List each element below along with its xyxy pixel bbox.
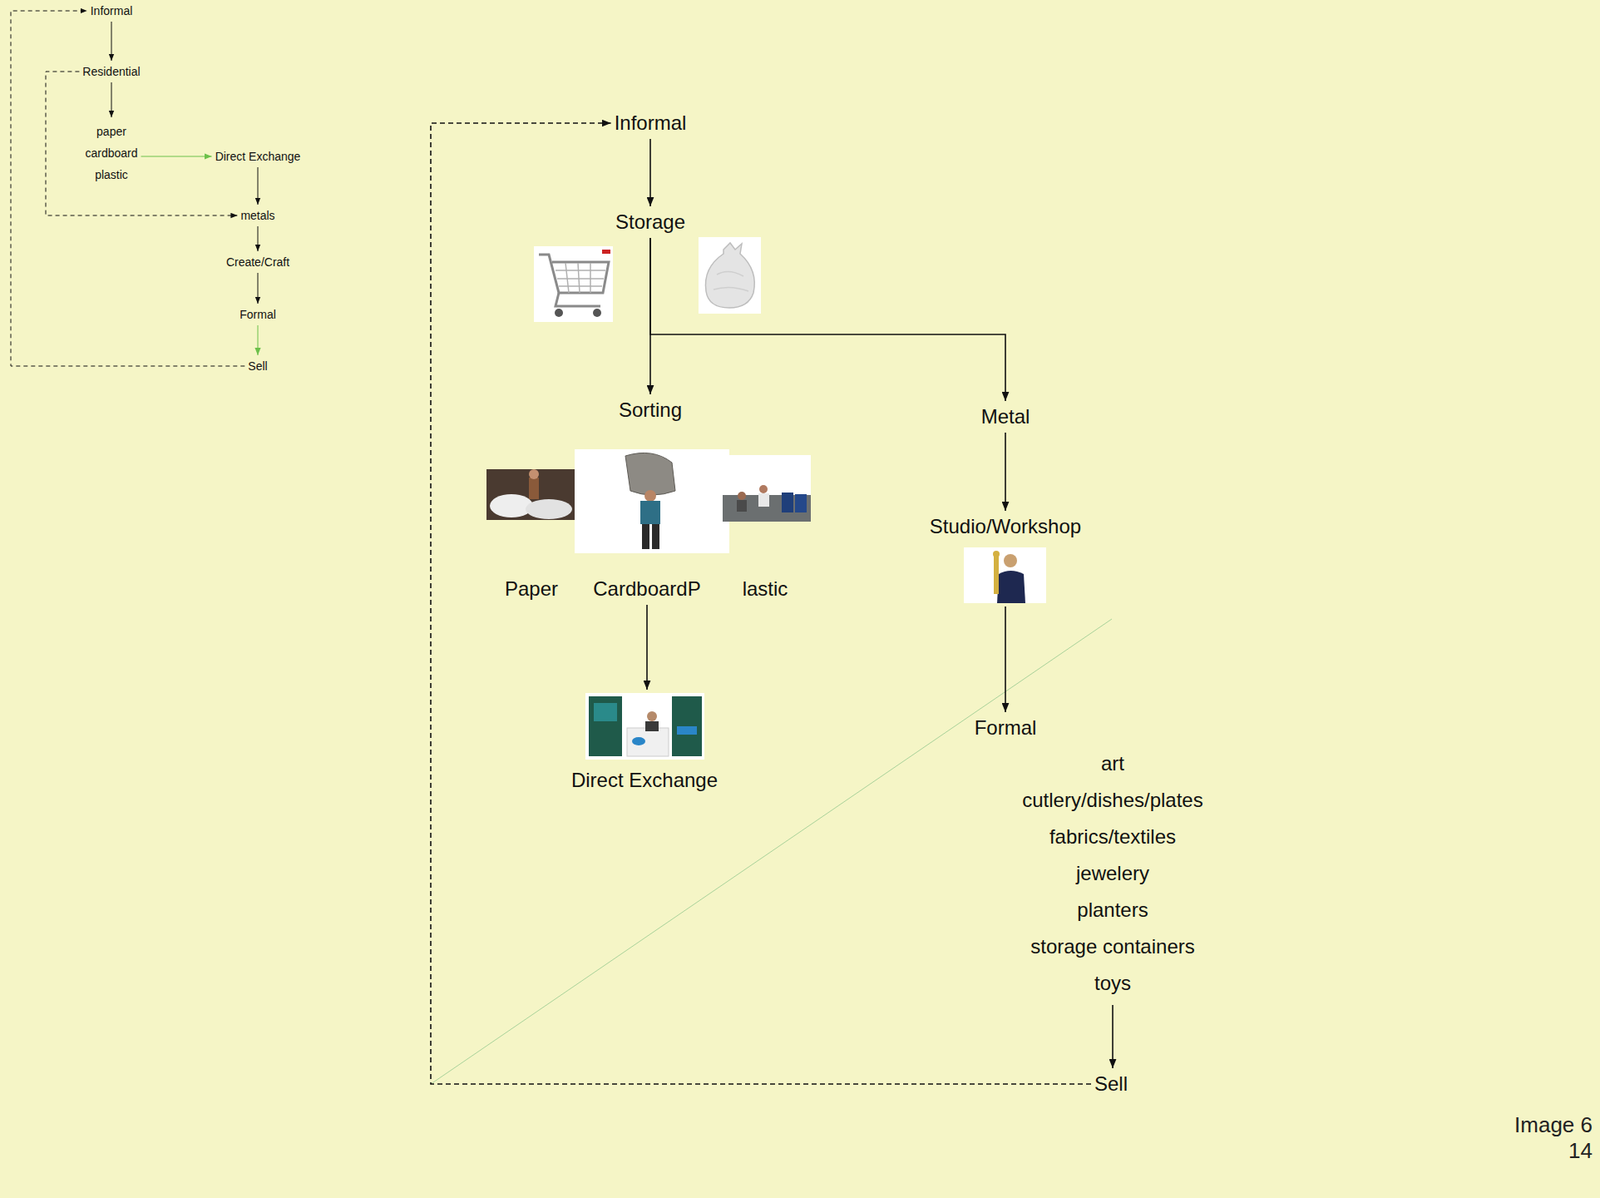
return-connector [430,123,1092,1084]
page-note: Image 6 [1514,1111,1593,1137]
node-text: cutlery/dishes/plates [1022,781,1203,819]
node-text: cardboard [84,142,138,164]
node-text: Paper [504,576,559,602]
node-text: Residential [82,64,140,80]
node-text: art [1022,745,1203,782]
flow-node: Sorting [618,397,682,423]
node-text: Sell [247,358,267,374]
node-text: Studio/Workshop [929,513,1082,539]
flow-arrow [257,325,259,356]
flow-arrow [1004,432,1007,511]
node-text: fabrics/textiles [1022,818,1203,855]
node-text: CardboardP [592,576,701,602]
flow-node: Formal [974,715,1038,741]
flow-node: Sell [247,358,267,374]
studio-picture [963,547,1047,603]
flow-arrow [257,167,259,205]
flow-arrow [649,138,652,207]
flow-arrow [1004,606,1007,712]
plastic-photo [722,454,811,522]
return-connector [10,10,245,366]
flow-node: lastic [742,576,789,602]
flow-arrow [111,21,113,61]
flow-arrow [141,156,213,158]
flow-node: Storage [615,209,686,235]
page-note: 14 [1568,1137,1593,1163]
flow-node: CardboardP [592,576,701,602]
node-text: lastic [742,576,789,602]
flow-arrow [257,272,259,304]
diagonal-rule [430,618,1112,1084]
flow-node: artcutlery/dishes/platesfabrics/textiles… [1022,745,1203,1002]
flow-node: Direct Exchange [571,692,718,793]
node-text: jewelery [1022,854,1203,892]
flow-node: Informal [614,110,687,136]
node-text: plastic [84,163,138,186]
node-text: Create/Craft [226,254,290,270]
node-text: Formal [974,715,1038,741]
node-text: Sell [1094,1071,1128,1097]
return-connector [45,71,238,216]
flow-arrow [650,237,1006,401]
node-text: Direct Exchange [215,148,302,164]
carrier-photo [574,449,730,554]
node-text: Metal [981,404,1031,430]
node-text: Informal [614,110,687,136]
cart-picture [533,246,613,322]
node-text: Storage [615,209,686,235]
node-text: storage containers [1022,928,1203,965]
node-text: metals [240,207,275,223]
flow-arrow [111,82,113,118]
flow-node: Formal [239,306,277,322]
flow-node: Direct Exchange [215,148,302,164]
flow-node: Informal [90,3,134,19]
flow-node: Paper [504,576,559,602]
node-text: toys [1022,964,1203,1002]
bag-picture [698,237,761,314]
exchange-picture [585,692,705,760]
flow-node: Metal [981,404,1031,430]
node-text: Direct Exchange [571,767,718,793]
node-text: Formal [239,306,277,322]
sorting-photo [486,469,576,520]
flow-node: Sell [1094,1071,1128,1097]
flow-arrow [1111,1004,1114,1068]
flow-node: Studio/Workshop [929,513,1082,603]
flow-arrow [646,604,648,690]
flow-node: Create/Craft [226,254,290,270]
flow-node: Residential [82,64,140,80]
node-text: planters [1022,891,1203,929]
node-text: paper [84,120,138,143]
flow-node: metals [240,207,275,223]
flow-arrow [257,226,259,252]
flow-node: papercardboardplastic [84,120,138,186]
node-text: Informal [90,3,134,19]
node-text: Sorting [618,397,682,423]
